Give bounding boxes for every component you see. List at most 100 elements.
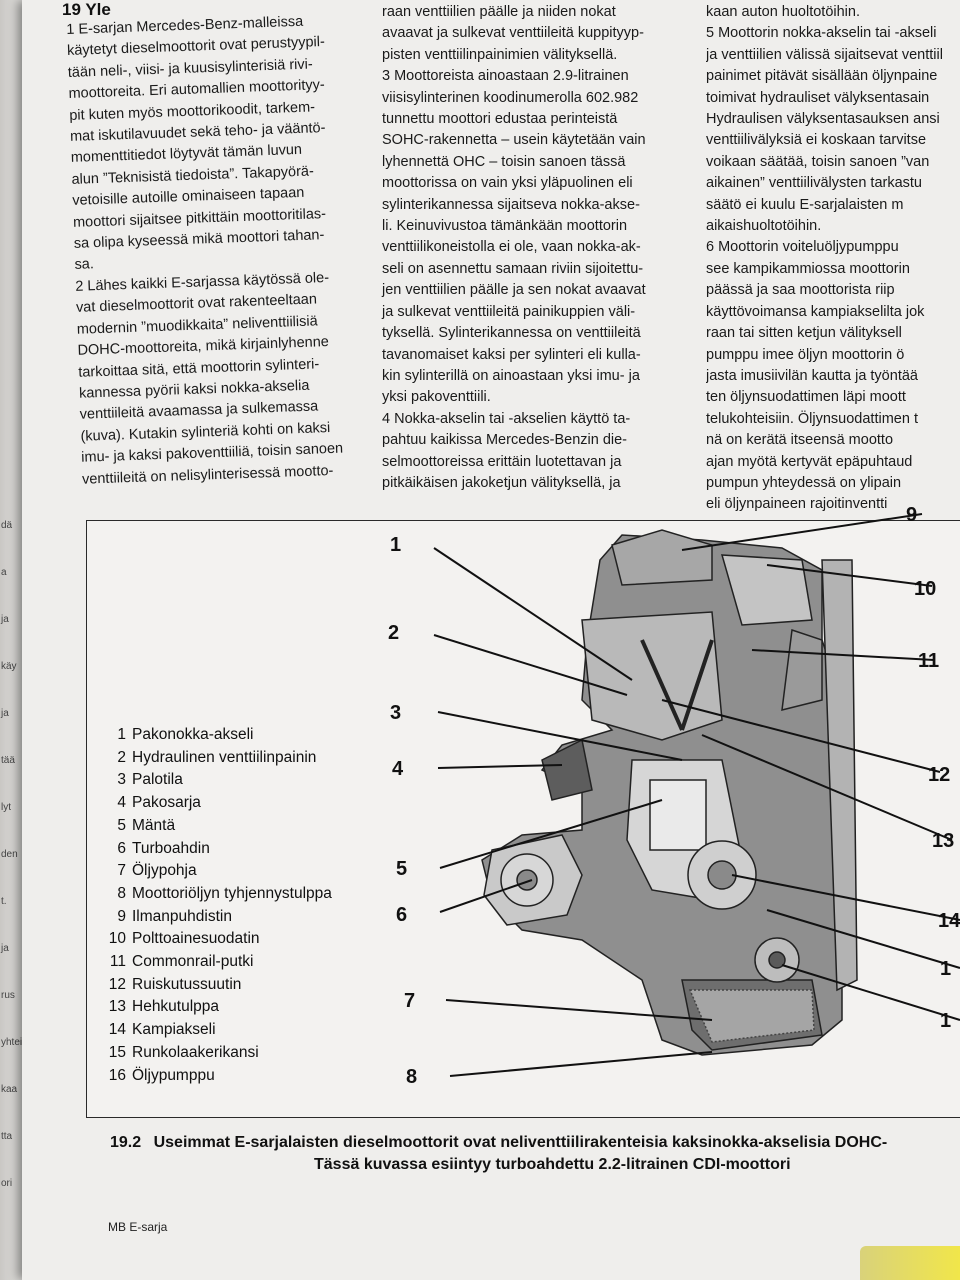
- caption-line-2: Tässä kuvassa esiintyy turboahdettu 2.2-…: [314, 1156, 791, 1173]
- left-page-fragment: ja: [1, 943, 9, 954]
- left-page-fragment: lyt: [1, 802, 11, 813]
- callout-14: 14: [938, 910, 960, 932]
- callout-10: 10: [914, 578, 937, 600]
- legend-item: 15 Runkolaakerikansi: [104, 1042, 332, 1065]
- left-page-fragment: kaa: [1, 1084, 18, 1095]
- legend-item: 5 Mäntä: [104, 815, 332, 838]
- text-line: ja sulkevat venttiileitä painikuppien vä…: [382, 303, 636, 320]
- text-line: eli öljynpaineen rajoitinventti: [706, 496, 888, 513]
- legend-label: Runkolaakerikansi: [132, 1043, 259, 1061]
- legend-item: 6 Turboahdin: [104, 838, 332, 861]
- text-line: ja venttiilien välissä sijaitsevat ventt…: [706, 46, 943, 63]
- text-line: pumpun yhteydessä on ylipain: [706, 474, 902, 491]
- legend-item: 2 Hydraulinen venttiilinpainin: [104, 747, 332, 770]
- legend-number: 7: [117, 862, 126, 880]
- left-page-fragment: den: [1, 849, 18, 860]
- text-line: sylinterikannessa sijaitseva nokka-akse-: [382, 196, 640, 213]
- text-line: moottorissa on vain yksi yläpuolinen eli: [382, 175, 633, 192]
- text-line: ajan myötä kertyvät epäpuhtaud: [706, 453, 913, 470]
- left-page-fragment: ja: [1, 708, 9, 719]
- legend-number: 16: [108, 1066, 126, 1084]
- text-line: raan venttiilien päälle ja niiden nokat: [382, 4, 616, 20]
- text-line: tavanomaiset kaksi per sylinteri eli kul…: [382, 346, 641, 363]
- legend-label: Öljypumppu: [132, 1066, 215, 1084]
- legend-label: Moottoriöljyn tyhjennystulppa: [132, 884, 332, 902]
- engine-illustration: [481, 529, 858, 1056]
- callout-4: 4: [392, 758, 404, 780]
- text-line: 6 Moottorin voiteluöljypumppu: [706, 239, 899, 256]
- legend-label: Palotila: [132, 771, 183, 789]
- text-line: venttiilikoneistolla ei ole, vaan nokka-…: [382, 239, 641, 256]
- text-line: nä on kerätä itseensä mootto: [706, 432, 894, 449]
- text-line: pisten venttiilinpainimien välityksellä.: [382, 46, 618, 63]
- legend-label: Öljypohja: [132, 862, 197, 880]
- legend-label: Hehkutulppa: [132, 998, 220, 1016]
- text-line: jen venttiilien päälle ja sen nokat avaa…: [382, 282, 646, 299]
- left-page-fragment: tta: [1, 1131, 13, 1142]
- callout-2: 2: [388, 622, 400, 644]
- legend-number: 14: [108, 1021, 126, 1039]
- legend-number: 3: [117, 771, 126, 789]
- text-line: raan tai sitten ketjun välityksell: [706, 325, 902, 342]
- text-line: telukohteisiin. Öljynsuodattimen t: [706, 410, 918, 427]
- callout-3: 3: [390, 702, 402, 724]
- callout-11: 11: [918, 650, 940, 672]
- left-page-fragment: käy: [1, 661, 17, 672]
- legend-label: Commonrail-putki: [132, 953, 254, 971]
- callout-16: 1: [940, 1010, 952, 1032]
- legend-label: Pakosarja: [132, 794, 201, 812]
- left-page-fragment: t.: [1, 896, 7, 907]
- legend-label: Hydraulinen venttiilinpainin: [132, 748, 317, 766]
- legend-number: 6: [117, 839, 126, 857]
- text-line: 5 Moottorin nokka-akselin tai -akseli: [706, 25, 937, 42]
- text-line: pahtuu kaikissa Mercedes-Benzin die-: [382, 432, 628, 449]
- text-line: venttiilivälyksiä ei koskaan tarvitse: [706, 132, 927, 149]
- legend-label: Kampiakseli: [132, 1021, 216, 1039]
- page-footer: MB E-sarja: [108, 1220, 168, 1234]
- legend-item: 7 Öljypohja: [104, 860, 332, 883]
- legend-number: 12: [108, 975, 126, 993]
- legend-label: Polttoainesuodatin: [132, 930, 260, 948]
- text-line: aikainen” venttiilivälysten tarkastu: [706, 175, 922, 192]
- text-line: kin sylinterillä on ainoastaan yksi imu-…: [382, 367, 640, 384]
- text-line: jasta imusiivilän kautta ja työntää: [706, 367, 918, 384]
- legend-item: 10 Polttoainesuodatin: [104, 928, 332, 951]
- figure-caption: 19.2 Useimmat E-sarjalaisten dieselmoott…: [110, 1132, 960, 1176]
- legend-label: Turboahdin: [132, 839, 210, 857]
- text-line: avaavat ja sulkevat venttiileitä kuppity…: [382, 25, 644, 42]
- legend-item: 3 Palotila: [104, 769, 332, 792]
- legend-number: 2: [117, 748, 126, 766]
- desk-object: [860, 1246, 960, 1280]
- callout-leader-lines: [433, 513, 960, 1077]
- legend-number: 5: [117, 816, 126, 834]
- legend-label: Mäntä: [132, 816, 176, 834]
- legend-number: 15: [108, 1043, 126, 1061]
- legend-item: 4 Pakosarja: [104, 792, 332, 815]
- callout-13: 13: [932, 830, 955, 852]
- text-line: 4 Nokka-akselin tai -akselien käyttö ta-: [382, 410, 631, 427]
- left-page-fragment: a: [1, 567, 7, 578]
- engine-cutaway-diagram: [433, 513, 960, 1077]
- text-line: selmoottoreissa erittäin luotettavan ja: [382, 453, 622, 470]
- callout-8: 8: [406, 1066, 418, 1088]
- callout-6: 6: [396, 904, 408, 926]
- legend-number: 10: [108, 930, 126, 948]
- left-page-fragment: dä: [1, 520, 13, 531]
- text-line: 3 Moottoreista ainoastaan 2.9-litrainen: [382, 68, 629, 85]
- left-page-fragment: tää: [1, 755, 15, 766]
- caption-line-1: Useimmat E-sarjalaisten dieselmoottorit …: [153, 1134, 888, 1151]
- text-line: lyhennettä OHC – toisin sanoen tässä: [382, 153, 626, 170]
- legend-number: 1: [117, 726, 126, 743]
- text-line: aikaishuoltotöihin.: [706, 218, 822, 235]
- text-line: tyksellä. Sylinterikannessa on venttiile…: [382, 325, 641, 342]
- legend-number: 4: [117, 794, 126, 812]
- text-line: seli on asennettu samaan riviin sijoitet…: [382, 260, 644, 277]
- text-line: pumppu imee öljyn moottorin ö: [706, 346, 905, 363]
